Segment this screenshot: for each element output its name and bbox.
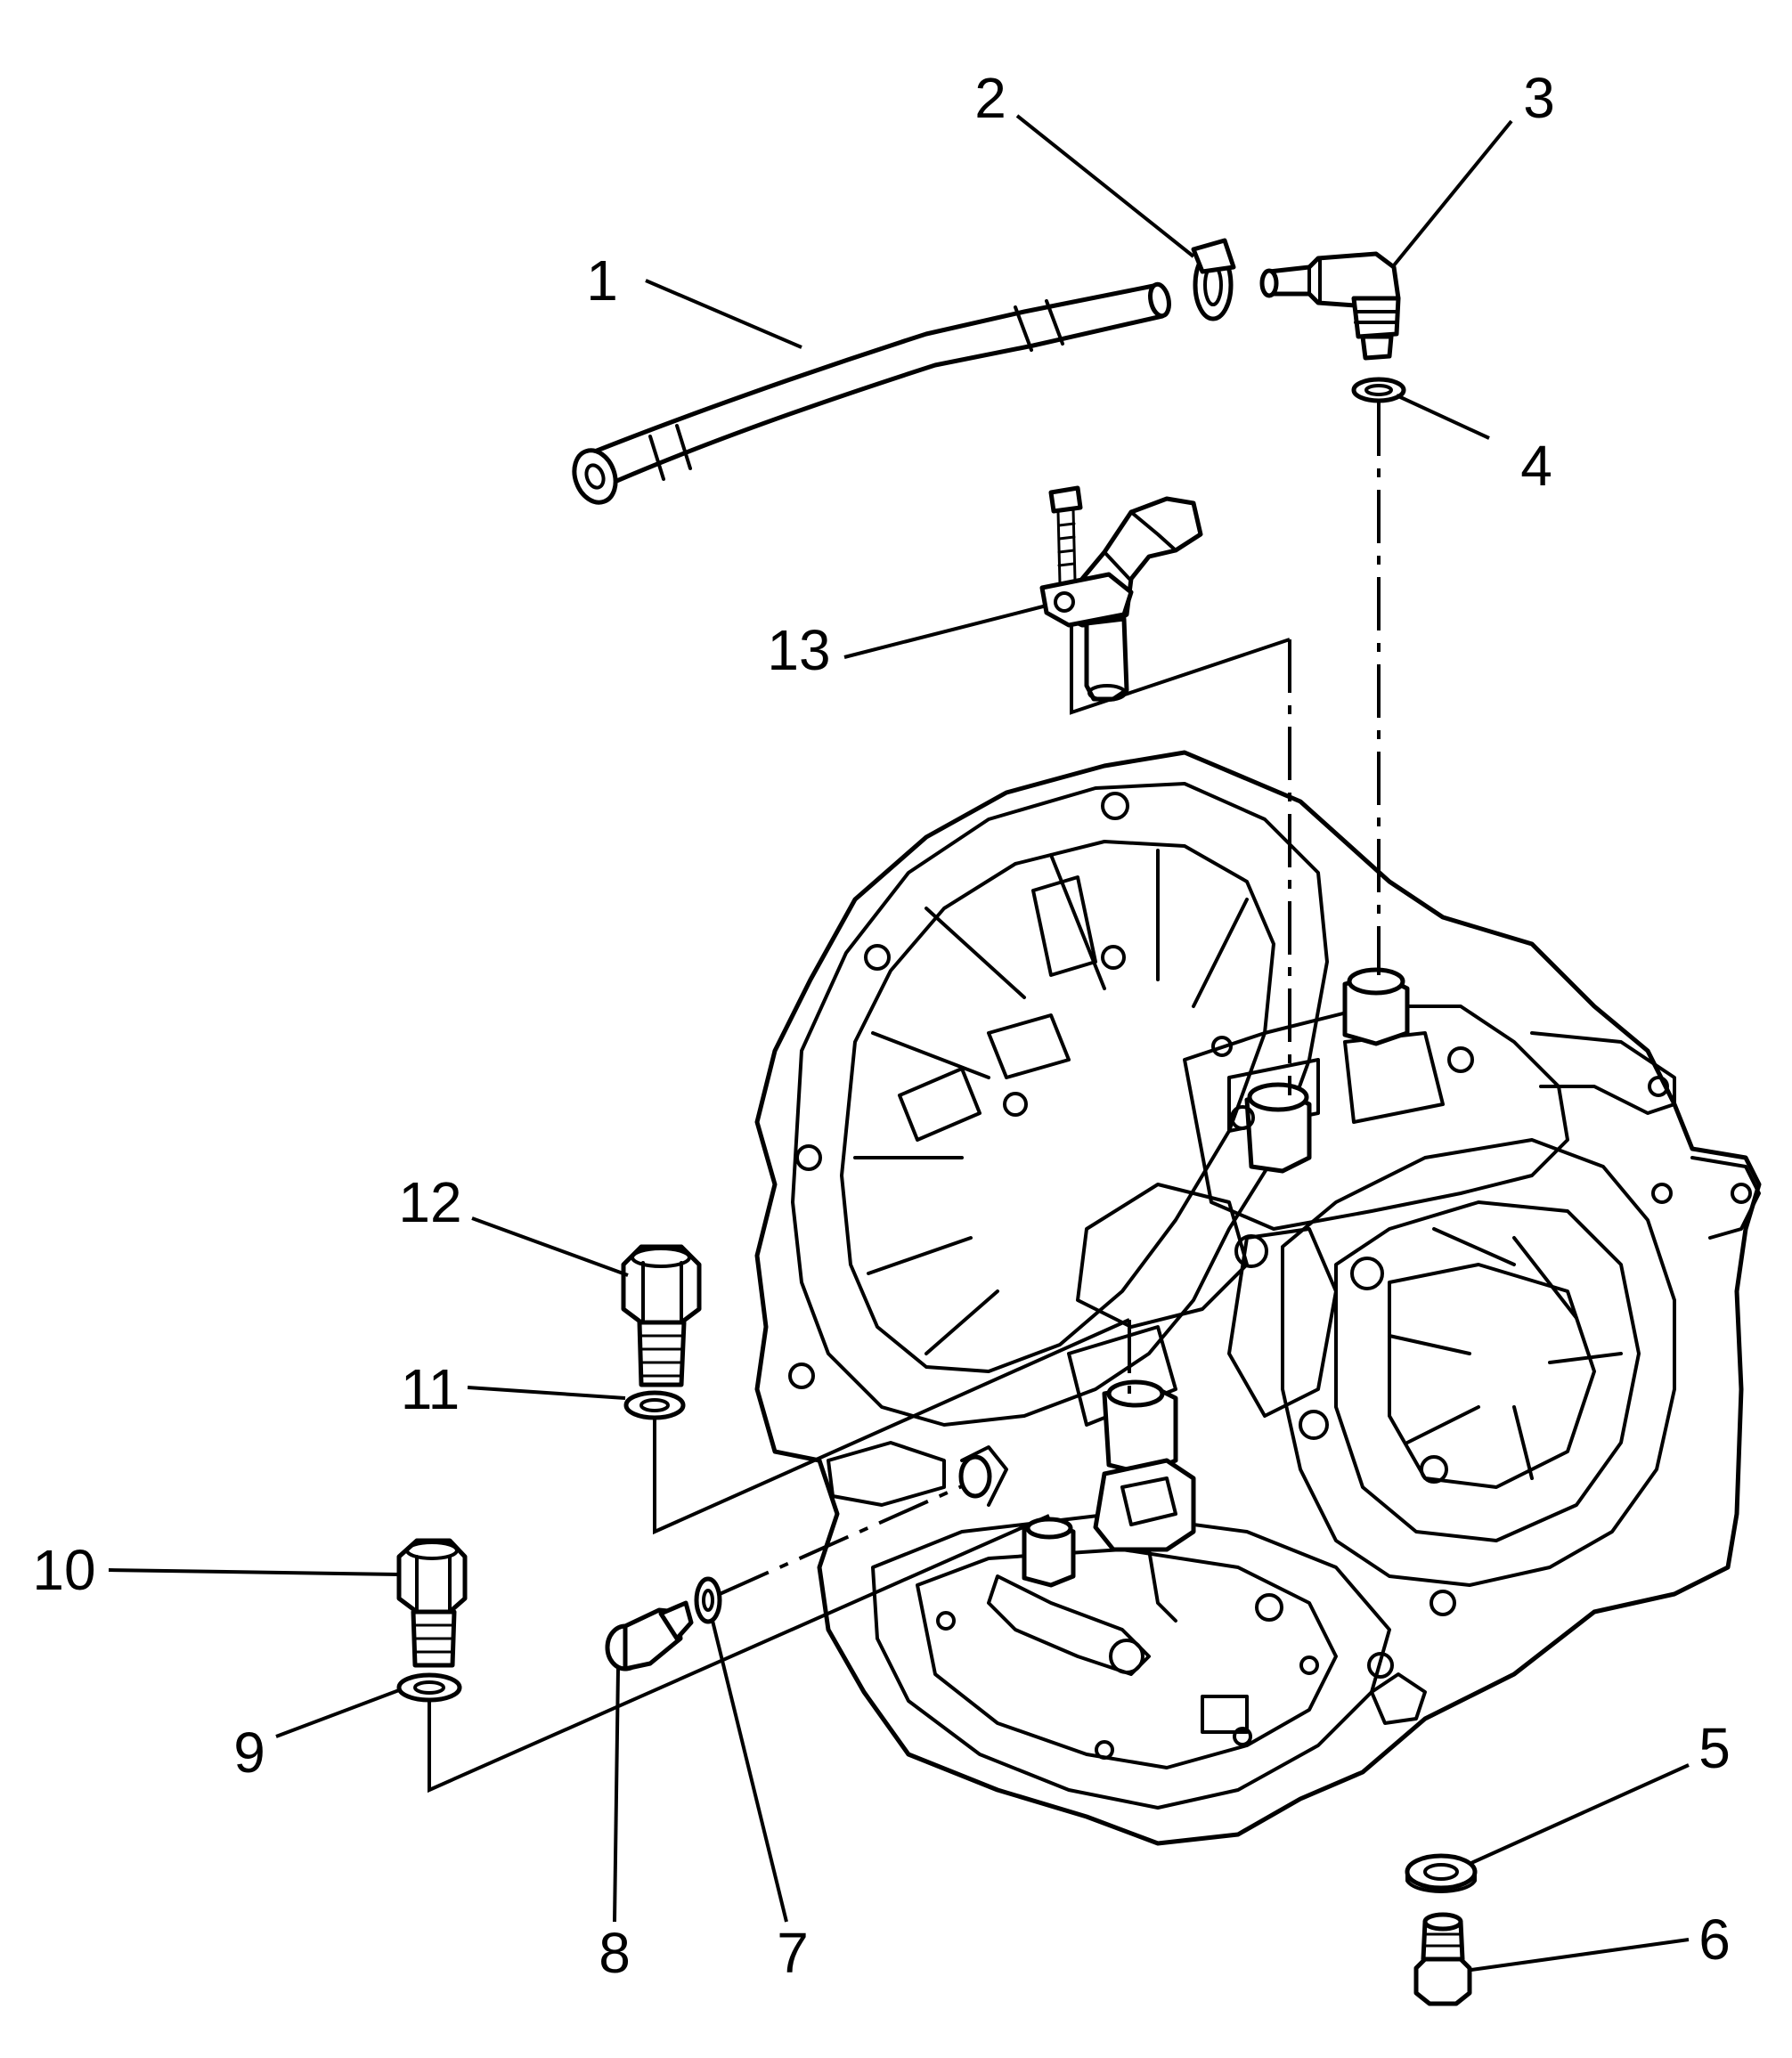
part-8-bolt (605, 1600, 694, 1672)
lower-plug-port (1022, 1517, 1076, 1588)
assembly-lines (428, 403, 1381, 1794)
part-1-vent-hose (572, 281, 1171, 505)
upper-plug-port (1102, 1379, 1178, 1476)
part-11-sealing-washer (623, 1390, 686, 1420)
callout-12: 12 (398, 1170, 461, 1234)
part-2-hose-clamp (1191, 238, 1236, 321)
part-7-o-ring (694, 1576, 722, 1624)
sensor-mounting-boss (1211, 1036, 1312, 1174)
transaxle-case (754, 750, 1762, 1846)
callout-13: 13 (767, 618, 830, 682)
callout-9: 9 (233, 1720, 265, 1785)
callout-4: 4 (1520, 434, 1552, 498)
part-13-sensor-bolt (1048, 485, 1083, 585)
case-electrical-connector (1093, 1458, 1196, 1623)
part-9-sealing-washer (396, 1672, 462, 1703)
callout-numbers: 1 2 3 4 5 6 7 8 9 10 11 12 13 (32, 66, 1730, 1985)
part-6-drain-plug (1413, 1912, 1472, 2006)
part-3-vent-fitting (1259, 251, 1401, 361)
part-13-speed-sensor (1039, 496, 1203, 702)
callout-1: 1 (586, 248, 618, 313)
callout-7: 7 (777, 1921, 809, 1985)
callout-11: 11 (401, 1357, 460, 1421)
callout-5: 5 (1698, 1716, 1731, 1780)
callout-leaders (108, 114, 1690, 1972)
callout-8: 8 (599, 1921, 631, 1985)
callout-2: 2 (974, 66, 1006, 130)
part-12-plug (621, 1244, 702, 1387)
part-4-o-ring (1351, 377, 1406, 403)
part-5-drain-washer (1405, 1853, 1478, 1893)
bolt-port (958, 1445, 1008, 1507)
callout-10: 10 (32, 1538, 95, 1602)
callout-3: 3 (1523, 66, 1555, 130)
part-10-plug (396, 1538, 468, 1668)
callout-6: 6 (1698, 1908, 1731, 1972)
